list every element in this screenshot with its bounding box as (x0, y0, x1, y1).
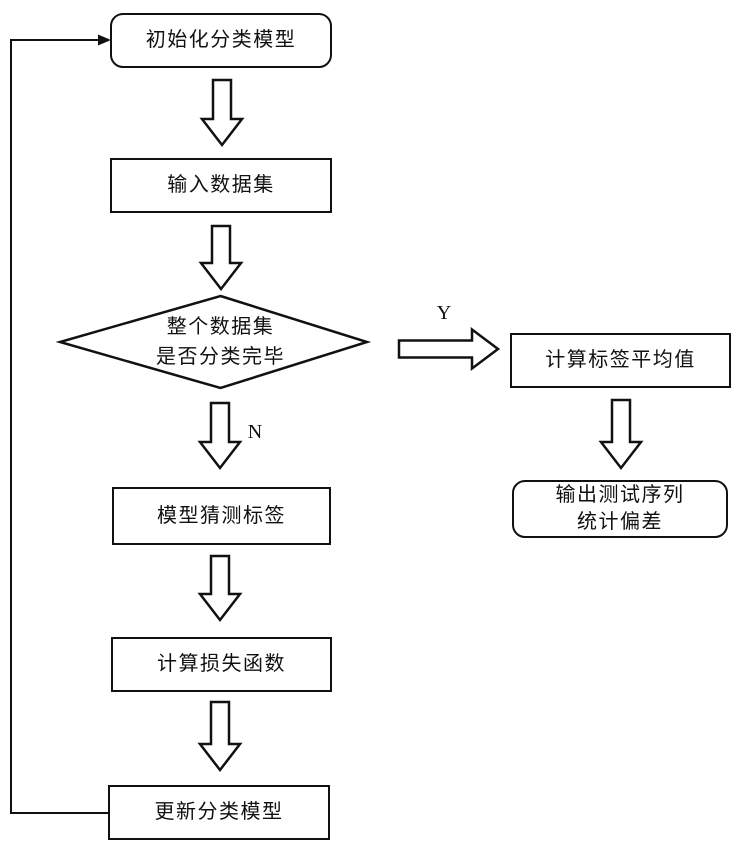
block-arrow-init-to-input (199, 78, 245, 148)
node-model-guess-label-text: 模型猜测标签 (157, 504, 286, 527)
block-arrow-input-to-decision (198, 224, 244, 292)
node-output-test-deviation: 输出测试序列 统计偏差 (512, 480, 728, 538)
node-output-line2: 统计偏差 (577, 511, 663, 533)
node-output-line1: 输出测试序列 (555, 484, 685, 506)
block-arrow-decision-to-guess (197, 401, 243, 471)
node-decision-label: 整个数据集 是否分类完毕 (90, 312, 351, 372)
node-update-model: 更新分类模型 (108, 785, 330, 840)
decision-label-line2: 是否分类完毕 (156, 346, 285, 368)
loop-back-line (10, 39, 108, 814)
node-calc-label-average-label: 计算标签平均值 (545, 349, 696, 371)
decision-label-line1: 整个数据集 (166, 316, 275, 338)
node-update-model-label: 更新分类模型 (154, 801, 284, 823)
node-initialize-model-label: 初始化分类模型 (145, 29, 297, 51)
block-arrow-loss-to-update (197, 700, 243, 773)
node-calc-loss-function-label: 计算损失函数 (157, 653, 286, 675)
block-arrow-guess-to-loss (197, 554, 243, 623)
node-input-dataset-label: 输入数据集 (167, 174, 275, 196)
decision-diamond (55, 294, 372, 390)
loop-back-arrowhead (98, 34, 111, 46)
node-input-dataset: 输入数据集 (110, 158, 332, 213)
block-arrow-decision-to-calc-avg (397, 327, 501, 371)
node-model-guess-label: 模型猜测标签 (112, 487, 331, 545)
node-calc-label-average: 计算标签平均值 (510, 333, 731, 388)
block-arrow-calc-avg-to-output (598, 398, 644, 471)
edge-label-no: N (247, 421, 263, 443)
node-calc-loss-function: 计算损失函数 (111, 637, 332, 692)
node-initialize-model: 初始化分类模型 (110, 13, 332, 68)
edge-label-yes: Y (436, 302, 452, 324)
